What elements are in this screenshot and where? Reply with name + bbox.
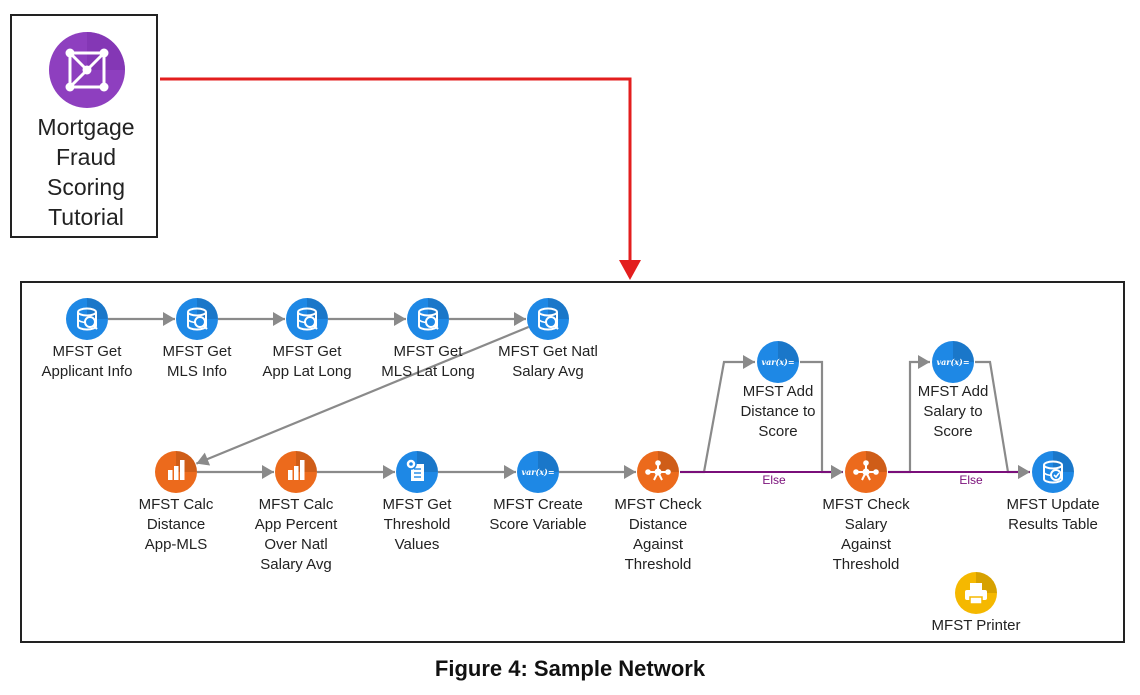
link-get-natl-salary-avg-to-calc-distance-app-mls[interactable]: [195, 325, 529, 465]
node-label: MFST Get Natl: [498, 343, 598, 360]
tutorial-title: Mortgage Fraud Scoring Tutorial: [37, 114, 135, 230]
arrowhead-calc-app-percent-to-get-threshold-values: [383, 465, 395, 479]
node-get-threshold-values[interactable]: [396, 451, 438, 493]
node-label: Threshold: [384, 516, 451, 533]
node-label: MFST Add: [918, 383, 989, 400]
node-label: Threshold: [625, 556, 692, 573]
node-label: MFST Calc: [139, 496, 214, 513]
arrowhead-get-threshold-values-to-create-score-variable: [504, 465, 516, 479]
database-search-icon: [407, 298, 449, 340]
node-label: Over Natl: [264, 536, 327, 553]
node-label: Salary to: [923, 403, 982, 420]
node-calc-app-percent[interactable]: [275, 451, 317, 493]
branch-icon: [637, 451, 679, 493]
bar-chart-icon: [275, 451, 317, 493]
arrowhead-check-salary-threshold-to-add-salary-to-score: [918, 355, 930, 369]
node-label: MFST Get: [163, 343, 233, 360]
node-label: Applicant Info: [42, 363, 133, 380]
node-label: Against: [841, 536, 892, 553]
node-label: MLS Lat Long: [381, 363, 474, 380]
else-label: Else: [762, 473, 786, 487]
node-label: Results Table: [1008, 516, 1098, 533]
variable-icon: var(x)=: [517, 451, 559, 493]
database-update-icon: [1032, 451, 1074, 493]
variable-icon: var(x)=: [932, 341, 974, 383]
database-search-icon: [176, 298, 218, 340]
node-label: Values: [395, 536, 440, 553]
node-label: MFST Calc: [259, 496, 334, 513]
arrowhead-get-mls-info-to-get-app-lat-long: [273, 312, 285, 326]
figure-caption: Figure 4: Sample Network: [434, 656, 706, 681]
node-update-results-table[interactable]: [1032, 451, 1074, 493]
arrowhead-check-salary-threshold-to-update-results-table: [1018, 465, 1030, 479]
node-printer[interactable]: [955, 572, 997, 614]
link-add-salary-to-score-to-update-results-table[interactable]: [975, 360, 1030, 474]
node-label: Against: [633, 536, 684, 553]
database-search-icon: [286, 298, 328, 340]
node-add-distance-to-score[interactable]: var(x)=: [757, 341, 799, 383]
tutorial-card[interactable]: Mortgage Fraud Scoring Tutorial: [10, 14, 158, 238]
node-get-natl-salary-avg[interactable]: [527, 298, 569, 340]
node-get-applicant-info[interactable]: [66, 298, 108, 340]
node-label: Salary Avg: [260, 556, 331, 573]
node-label: MFST Get: [53, 343, 123, 360]
settings-document-icon: [396, 451, 438, 493]
node-label: App Percent: [255, 516, 338, 533]
node-label: MFST Check: [614, 496, 702, 513]
node-label: App-MLS: [145, 536, 208, 553]
node-label: Distance to: [740, 403, 815, 420]
node-get-mls-info[interactable]: [176, 298, 218, 340]
node-label: MFST Check: [822, 496, 910, 513]
node-label: Distance: [147, 516, 205, 533]
node-create-score-variable[interactable]: var(x)=: [517, 451, 559, 493]
node-add-salary-to-score[interactable]: var(x)=: [932, 341, 974, 383]
bar-chart-icon: [155, 451, 197, 493]
node-label: MFST Get: [273, 343, 343, 360]
node-label: MFST Get: [383, 496, 453, 513]
node-label: MFST Create: [493, 496, 583, 513]
network-tutorial-icon: [49, 32, 125, 108]
node-check-distance-threshold[interactable]: [637, 451, 679, 493]
arrowhead-get-applicant-info-to-get-mls-info: [163, 312, 175, 326]
arrowhead-check-distance-threshold-to-check-salary-threshold: [831, 465, 843, 479]
arrowhead-create-score-variable-to-check-distance-threshold: [624, 465, 636, 479]
arrowhead-get-natl-salary-avg-to-calc-distance-app-mls: [196, 452, 211, 466]
node-label: Score Variable: [489, 516, 586, 533]
node-calc-distance-app-mls[interactable]: [155, 451, 197, 493]
node-label: App Lat Long: [262, 363, 351, 380]
arrowhead-check-distance-threshold-to-add-distance-to-score: [743, 355, 755, 369]
node-label: MLS Info: [167, 363, 227, 380]
branch-icon: [845, 451, 887, 493]
network-canvas-frame: [20, 281, 1125, 643]
node-label: MFST Printer: [932, 617, 1021, 634]
database-search-icon: [66, 298, 108, 340]
variable-icon: var(x)=: [757, 341, 799, 383]
node-check-salary-threshold[interactable]: [845, 451, 887, 493]
highlight-connector: [160, 77, 632, 264]
arrowhead-calc-distance-app-mls-to-calc-app-percent: [262, 465, 274, 479]
printer-icon: [955, 572, 997, 614]
node-get-mls-lat-long[interactable]: [407, 298, 449, 340]
node-label: MFST Add: [743, 383, 814, 400]
variable-glyph-text: var(x)=: [761, 357, 794, 367]
variable-glyph-text: var(x)=: [936, 357, 969, 367]
arrowhead-get-mls-lat-long-to-get-natl-salary-avg: [514, 312, 526, 326]
node-label: MFST Update: [1006, 496, 1099, 513]
node-label: Salary: [845, 516, 888, 533]
variable-glyph-text: var(x)=: [521, 467, 554, 477]
node-get-app-lat-long[interactable]: [286, 298, 328, 340]
database-search-icon: [527, 298, 569, 340]
node-label: MFST Get: [394, 343, 464, 360]
arrowhead-get-app-lat-long-to-get-mls-lat-long: [394, 312, 406, 326]
node-label: Threshold: [833, 556, 900, 573]
node-label: Score: [758, 423, 797, 440]
node-label: Score: [933, 423, 972, 440]
highlight-arrowhead: [619, 260, 641, 280]
node-label: Distance: [629, 516, 687, 533]
else-label: Else: [959, 473, 983, 487]
node-label: Salary Avg: [512, 363, 583, 380]
